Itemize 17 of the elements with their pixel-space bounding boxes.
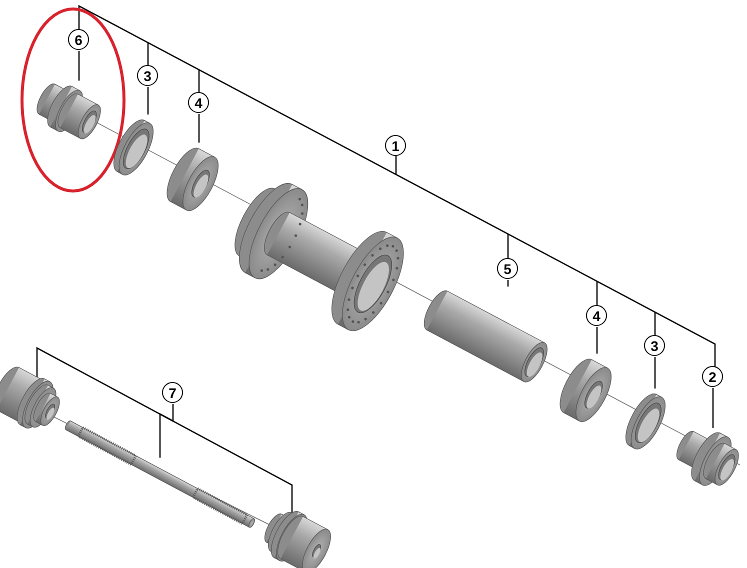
- callout-number: 1: [385, 135, 406, 156]
- callout-number: 4: [188, 92, 209, 113]
- callout-number: 6: [68, 29, 89, 50]
- leader-line: [712, 388, 714, 428]
- callout-number: 4: [586, 305, 607, 326]
- callout-number: 5: [497, 258, 518, 279]
- leader-line: [159, 404, 174, 458]
- callout-number: 3: [137, 65, 158, 86]
- leader-line: [654, 357, 656, 389]
- leader-line: [78, 51, 80, 81]
- leader-line: [507, 280, 509, 287]
- callout-number: 2: [702, 366, 723, 387]
- callout-number: 7: [162, 382, 183, 403]
- leader-line: [198, 114, 200, 143]
- leader-line: [596, 327, 598, 354]
- leader-line: [147, 87, 149, 115]
- callout-number: 3: [644, 335, 665, 356]
